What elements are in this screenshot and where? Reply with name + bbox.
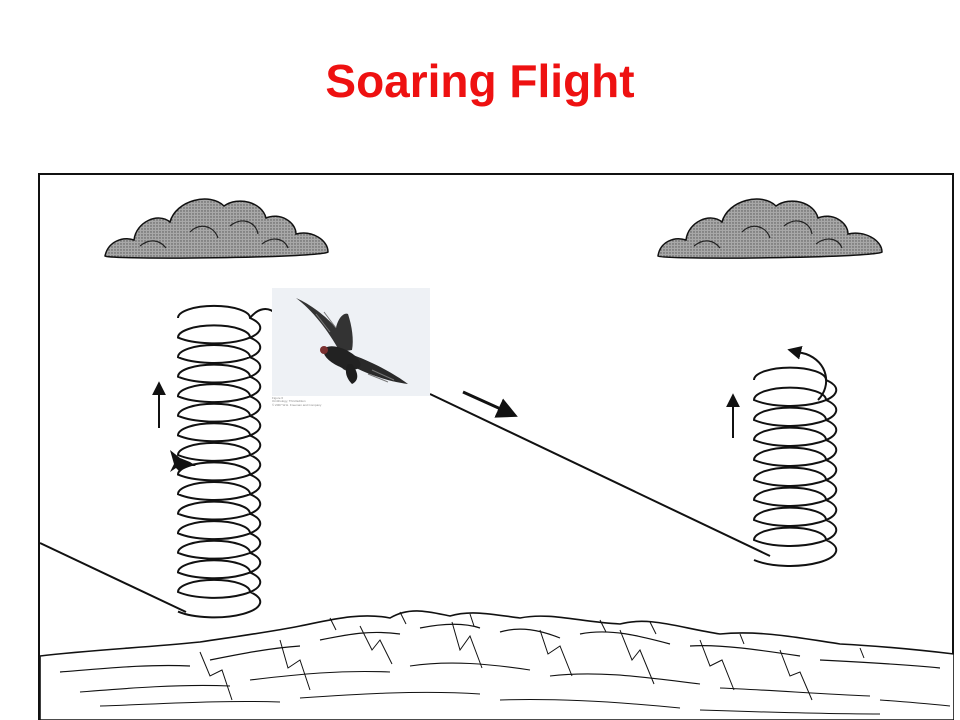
cloud-left-icon	[104, 198, 329, 259]
thermal-spiral-left	[176, 304, 262, 619]
diagram-frame	[38, 173, 954, 720]
slide-title: Soaring Flight	[325, 55, 635, 107]
cloud-right-icon	[657, 198, 883, 259]
photo-caption: Figure 6 Ornithology, Third Edition © 20…	[272, 393, 432, 407]
arrow-spiral-top-icon	[787, 345, 828, 401]
thermal-spiral-right	[752, 366, 838, 567]
glide-path-center	[429, 393, 771, 557]
arrow-glide-icon	[462, 390, 518, 418]
photo-caption-line: Ornithology, Third Edition	[272, 399, 306, 404]
spiral-path	[176, 304, 262, 619]
hawk-silhouette-icon	[170, 450, 196, 472]
vulture-photo	[272, 288, 430, 396]
glide-path-left	[39, 542, 187, 613]
mountain-range	[40, 610, 954, 720]
photo-caption-line: Figure 6	[272, 395, 284, 400]
photo-caption-line: © 2007 W.H. Freeman and Company	[272, 402, 322, 407]
spiral-path	[752, 366, 838, 567]
